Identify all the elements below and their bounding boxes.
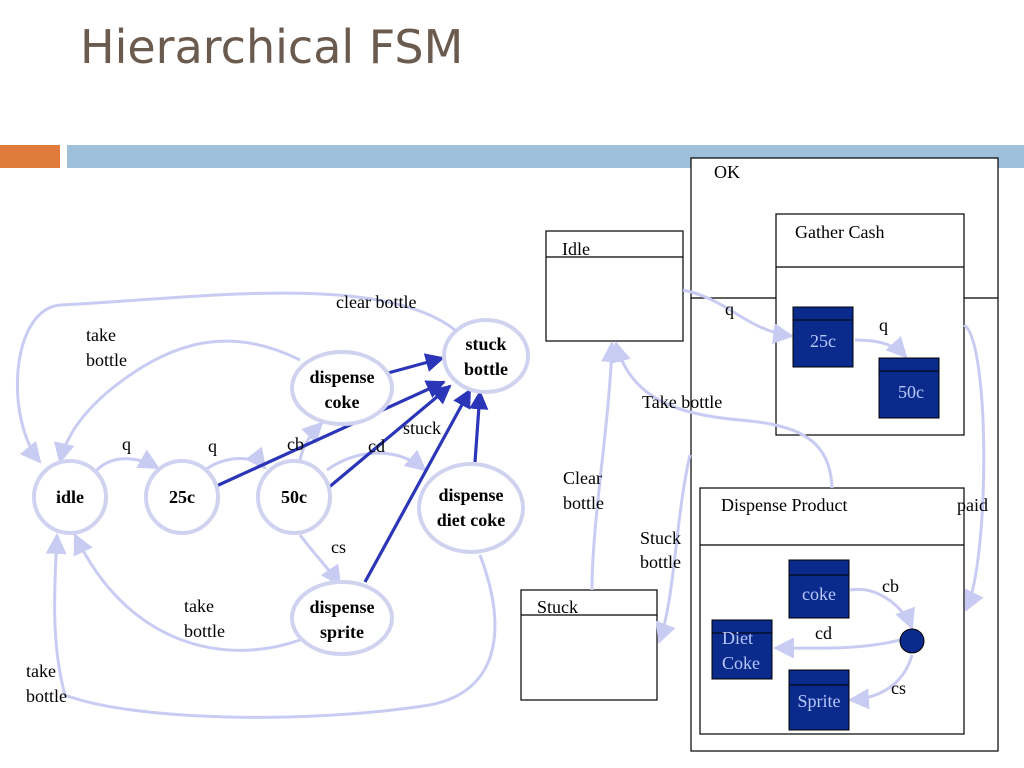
edge-h-cb: [849, 587, 915, 630]
edge-h-paid: [962, 323, 986, 612]
substate-25c-label: 25c: [810, 331, 836, 351]
edge-h-stuck-bottle: [655, 454, 692, 644]
hierarchical-fsm: OK Gather Cash Idle Stuck Dispense Produ…: [520, 157, 999, 752]
label-cb: cb: [287, 434, 304, 454]
choice-junction-icon: [899, 628, 925, 654]
edge-take-bottle-bottom: [45, 532, 497, 719]
state-dispense-coke-line1: dispense: [309, 367, 374, 387]
edge-stuck-from-coke: [387, 353, 445, 375]
label-stuck: stuck: [403, 418, 441, 438]
state-idle-box: [545, 230, 684, 342]
substate-50c-label: 50c: [898, 382, 924, 402]
label-h-clear-bottle-line2: bottle: [563, 493, 604, 513]
edge-take-bottle-top: [53, 339, 301, 465]
label-h-paid: paid: [957, 495, 988, 515]
edge-cd: [326, 449, 427, 472]
label-clear-bottle: clear bottle: [336, 292, 416, 312]
state-dispense-sprite-line1: dispense: [309, 597, 374, 617]
edge-cb: [298, 421, 324, 461]
accent-bar-orange: [0, 145, 60, 168]
edge-h-cs: [847, 654, 914, 710]
state-stuck-bottle: stuck bottle: [442, 318, 530, 394]
state-dispense-coke-line2: coke: [325, 392, 360, 412]
state-stuck-bottle-line1: stuck: [465, 334, 506, 354]
flat-fsm: idle 25c 50c dispense coke stuck bottle …: [16, 291, 530, 719]
edge-h-take-bottle: [610, 340, 834, 489]
state-idle-box-label: Idle: [562, 239, 590, 259]
label-h-cd: cd: [815, 623, 832, 643]
label-cd: cd: [368, 436, 385, 456]
substate-sprite-label: Sprite: [798, 691, 841, 711]
label-q1: q: [122, 434, 131, 454]
edge-h-cd: [772, 637, 901, 659]
label-h-take-bottle: Take bottle: [642, 392, 722, 412]
label-take-bottle-bottom-line1: take: [26, 661, 56, 681]
edge-q-idle-25c: [93, 449, 160, 474]
label-h-q-left: q: [725, 299, 734, 319]
label-h-q-right: q: [879, 315, 888, 335]
edge-take-bottle-mid: [73, 533, 301, 652]
superstate-ok-label: OK: [714, 162, 740, 182]
slide-title: Hierarchical FSM: [80, 20, 464, 74]
substate-diet-coke-line1: Diet: [722, 628, 753, 648]
state-idle: idle: [32, 459, 108, 535]
state-25c-label: 25c: [169, 487, 195, 507]
edge-stuck-from-25c: [211, 380, 446, 490]
substate-sprite: Sprite: [788, 669, 850, 731]
state-stuck-box: [520, 589, 658, 701]
label-h-cs: cs: [891, 678, 906, 698]
state-50c-label: 50c: [281, 487, 307, 507]
label-take-bottle-mid-line2: bottle: [184, 621, 225, 641]
label-take-bottle-mid-line1: take: [184, 596, 214, 616]
label-take-bottle-top-line1: take: [86, 325, 116, 345]
label-q2: q: [208, 436, 217, 456]
state-25c: 25c: [144, 459, 220, 535]
edge-stuck-from-diet: [469, 390, 489, 463]
substate-coke-label: coke: [802, 584, 836, 604]
substate-25c: 25c: [792, 306, 854, 368]
label-h-cb: cb: [882, 576, 899, 596]
label-h-clear-bottle-line1: Clear: [563, 468, 602, 488]
state-gather-cash-label: Gather Cash: [795, 222, 884, 242]
substate-diet-coke-line2: Coke: [722, 653, 760, 673]
state-dispense-diet-coke-line2: diet coke: [437, 510, 505, 530]
edge-h-q-25c-50c: [854, 335, 908, 359]
edge-h-q-idle-25c: [682, 288, 795, 345]
state-idle-label: idle: [56, 487, 84, 507]
state-dispense-coke: dispense coke: [290, 350, 394, 426]
state-dispense-diet-coke: dispense diet coke: [417, 462, 525, 554]
state-dispense-product-label: Dispense Product: [721, 495, 847, 515]
substate-50c: 50c: [878, 357, 940, 419]
state-stuck-box-label: Stuck: [537, 597, 578, 617]
state-dispense-sprite: dispense sprite: [290, 580, 394, 656]
state-50c: 50c: [256, 459, 332, 535]
edge-h-clear-bottle: [590, 340, 623, 591]
substate-diet-coke: Diet Coke: [711, 619, 773, 680]
label-take-bottle-top-line2: bottle: [86, 350, 127, 370]
edge-stuck-from-sprite: [363, 388, 472, 583]
state-dispense-diet-coke-line1: dispense: [438, 485, 503, 505]
edge-stuck-from-50c: [326, 384, 452, 490]
label-cs: cs: [331, 537, 346, 557]
label-h-stuck-bottle-line1: Stuck: [640, 528, 681, 548]
state-dispense-sprite-line2: sprite: [320, 622, 364, 642]
state-stuck-bottle-line2: bottle: [464, 359, 508, 379]
label-take-bottle-bottom-line2: bottle: [26, 686, 67, 706]
label-h-stuck-bottle-line2: bottle: [640, 552, 681, 572]
edge-clear-bottle: [16, 291, 456, 464]
substate-coke: coke: [788, 559, 850, 619]
